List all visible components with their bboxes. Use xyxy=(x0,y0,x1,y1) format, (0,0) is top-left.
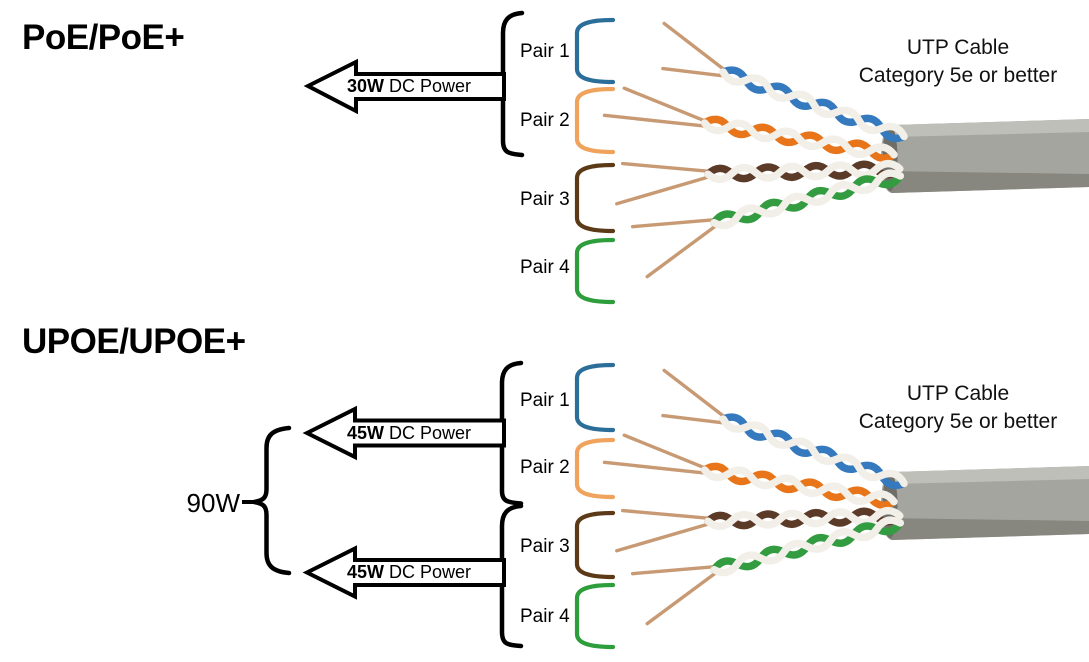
poe-cable-note: UTP Cable Category 5e or better xyxy=(848,34,1068,90)
upoe-total-power-label: 90W xyxy=(186,488,240,518)
section-title-poe: PoE/PoE+ xyxy=(22,18,185,57)
upoe-arrow2-wattage: 45W xyxy=(347,562,385,582)
poe-pair1-label: Pair 1 xyxy=(520,41,570,62)
upoe-arrow2-label-text: DC Power xyxy=(389,562,472,582)
upoe-cable-note-line1: UTP Cable xyxy=(906,382,1010,405)
upoe-power-arrow-2 xyxy=(302,545,506,600)
poe-power-arrow xyxy=(303,58,506,115)
bracket-pair3-top xyxy=(574,162,616,234)
poe-cable-note-line2: Category 5e or better xyxy=(858,64,1058,87)
poe-arrow-label-text: DC Power xyxy=(389,76,472,96)
bracket-pair1-bottom xyxy=(574,362,616,433)
upoe-pair4-label: Pair 4 xyxy=(520,606,570,627)
poe-arrow-wattage: 30W xyxy=(347,76,385,96)
poe-cable-note-line1: UTP Cable xyxy=(906,36,1010,59)
upoe-pair3-label: Pair 3 xyxy=(520,536,570,557)
poe-pair4-label: Pair 4 xyxy=(520,257,570,278)
upoe-power-arrow-1 xyxy=(302,405,506,461)
bracket-pair2-bottom xyxy=(574,437,616,500)
upoe-pair1-label: Pair 1 xyxy=(520,390,570,411)
bracket-pair3-bottom xyxy=(574,510,616,580)
bracket-pair4-top xyxy=(574,237,616,305)
upoe-total-brace xyxy=(253,425,292,576)
upoe-arrow1-wattage: 45W xyxy=(347,423,385,443)
bracket-pair4-bottom xyxy=(574,582,616,650)
section-title-upoe: UPOE/UPOE+ xyxy=(22,322,246,361)
bracket-pair1-top xyxy=(574,17,616,85)
poe-pair2-label: Pair 2 xyxy=(520,110,570,131)
poe-pair3-label: Pair 3 xyxy=(520,189,570,210)
bracket-pair2-top xyxy=(574,86,616,155)
upoe-cable-note-line2: Category 5e or better xyxy=(858,410,1058,433)
upoe-arrow1-label-text: DC Power xyxy=(389,423,472,443)
upoe-pair2-label: Pair 2 xyxy=(520,457,570,478)
upoe-cable-note: UTP Cable Category 5e or better xyxy=(848,380,1068,436)
